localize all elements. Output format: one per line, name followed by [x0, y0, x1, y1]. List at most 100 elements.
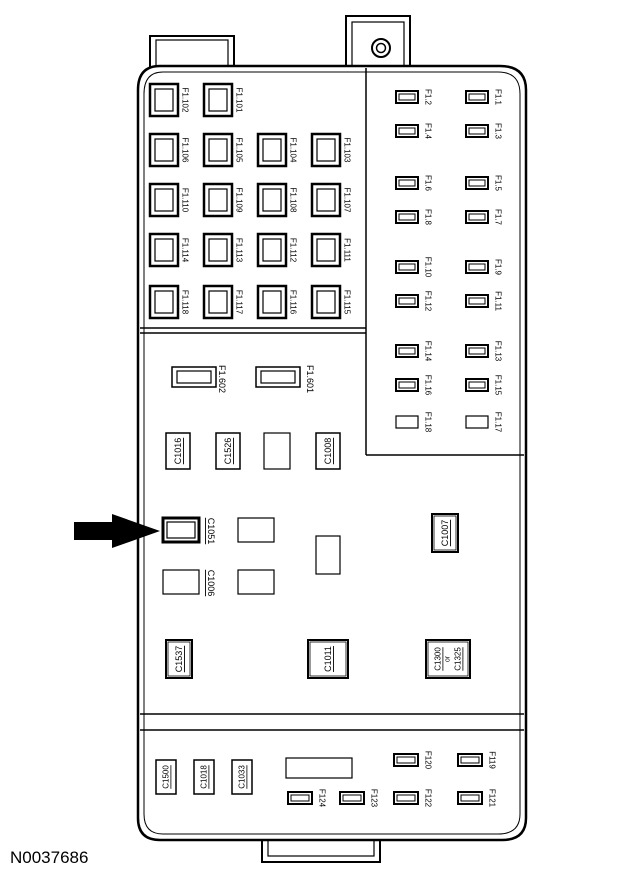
fuse-label: F1.4	[424, 123, 433, 140]
bottom-fuse-f123[interactable]: F123	[339, 789, 379, 808]
blank-connector-slot	[285, 757, 353, 779]
connector-c1006[interactable]: C1006	[162, 569, 216, 597]
connector-label: C1006	[206, 570, 216, 597]
relay-fuse-f1-109[interactable]: F1.109	[202, 182, 244, 218]
connector-label: C1526	[223, 438, 233, 465]
bottom-fuse-f122[interactable]: F122	[393, 789, 433, 808]
fuse-label: F1.101	[235, 88, 244, 113]
connector-label: C1007	[440, 520, 450, 547]
section-dividers	[140, 68, 524, 731]
fuse-label: F1.104	[289, 138, 298, 163]
fuse-label: F1.18	[424, 412, 433, 433]
mini-fuse-f1-13[interactable]: F1.13	[465, 341, 503, 362]
relay-fuse-f1-114[interactable]: F1.114	[148, 232, 190, 268]
mini-fuse-f1-8[interactable]: F1.8	[395, 209, 433, 226]
fuse-label: F1.14	[424, 341, 433, 362]
blank-connector-slot	[237, 517, 275, 543]
connector-c1007[interactable]: C1007	[431, 513, 459, 553]
mini-fuse-f1-1[interactable]: F1.1	[465, 89, 503, 106]
connector-label: C1051	[206, 518, 216, 545]
mini-fuse-f1-9[interactable]: F1.9	[465, 259, 503, 276]
fuse-label: F1.118	[181, 290, 190, 315]
fuse-label: F1.11	[494, 291, 503, 311]
fuse-label: F1.114	[181, 238, 190, 263]
mini-fuse-f1-12[interactable]: F1.12	[395, 291, 433, 312]
mini-fuse-f1-10[interactable]: F1.10	[395, 257, 433, 278]
relay-fuse-f1-115[interactable]: F1.115	[310, 284, 352, 320]
mini-fuse-f1-17[interactable]: F1.17	[465, 412, 503, 433]
relay-fuse-f1-117[interactable]: F1.117	[202, 284, 244, 320]
connector-c1051[interactable]: C1051	[161, 516, 216, 545]
relay-fuse-f1-116[interactable]: F1.116	[256, 284, 298, 320]
fuse-label: F1.1	[494, 89, 503, 106]
maxi-fuse-f1-602[interactable]: F1.602	[171, 365, 227, 393]
fuse-label: F1.112	[289, 238, 298, 263]
mini-fuse-f1-6[interactable]: F1.6	[395, 175, 433, 192]
relay-fuse-f1-101[interactable]: F1.101	[202, 82, 244, 118]
bottom-fuse-f124[interactable]: F124	[287, 789, 327, 808]
fuse-label: F1.117	[235, 290, 244, 315]
fuse-label: F119	[488, 751, 497, 769]
relay-fuse-f1-108[interactable]: F1.108	[256, 182, 298, 218]
connector-c1300-or-c1325[interactable]: C1300 or C1325	[425, 639, 471, 679]
connector-label: C1011	[323, 646, 333, 672]
mini-fuse-f1-11[interactable]: F1.11	[465, 291, 503, 311]
connector-label: C1008	[323, 438, 333, 465]
connector-label: C1325	[454, 647, 463, 671]
fuse-label: F122	[424, 789, 433, 808]
relay-fuse-f1-112[interactable]: F1.112	[256, 232, 298, 268]
relay-fuse-f1-110[interactable]: F1.110	[148, 182, 190, 218]
fuse-label: F1.9	[494, 259, 503, 276]
connector-c1016[interactable]: C1016	[165, 432, 191, 470]
fuse-label: F124	[318, 789, 327, 808]
mini-fuse-f1-15[interactable]: F1.15	[465, 375, 503, 396]
relay-fuse-f1-103[interactable]: F1.103	[310, 132, 352, 168]
connector-c1537[interactable]: C1537	[165, 639, 193, 679]
fuse-label: F1.5	[494, 175, 503, 192]
fuse-label: F1.7	[494, 209, 503, 226]
connector-c1018[interactable]: C1018	[193, 759, 215, 795]
connector-c1500[interactable]: C1500	[155, 759, 177, 795]
blank-connector-slot	[315, 535, 341, 575]
fuse-label: F1.15	[494, 375, 503, 396]
relay-fuse-f1-106[interactable]: F1.106	[148, 132, 190, 168]
bottom-fuse-f119[interactable]: F119	[457, 751, 497, 769]
pointer-arrow-icon	[74, 514, 160, 548]
relay-fuse-f1-102[interactable]: F1.102	[148, 82, 190, 118]
mini-fuse-f1-7[interactable]: F1.7	[465, 209, 503, 226]
connector-c1033[interactable]: C1033	[231, 759, 253, 795]
connector-c1526[interactable]: C1526	[215, 432, 241, 470]
connector-label: C1016	[173, 438, 183, 465]
relay-fuse-f1-113[interactable]: F1.113	[202, 232, 244, 268]
fuse-label: F1.13	[494, 341, 503, 362]
mini-fuse-f1-16[interactable]: F1.16	[395, 375, 433, 396]
mini-fuse-f1-4[interactable]: F1.4	[395, 123, 433, 140]
connector-label: C1300	[434, 647, 443, 671]
relay-fuse-f1-105[interactable]: F1.105	[202, 132, 244, 168]
fuse-label: F1.103	[343, 138, 352, 163]
fuse-label: F1.10	[424, 257, 433, 278]
relay-fuse-f1-104[interactable]: F1.104	[256, 132, 298, 168]
mini-fuse-f1-5[interactable]: F1.5	[465, 175, 503, 192]
mini-fuse-f1-14[interactable]: F1.14	[395, 341, 433, 362]
fuse-label: F1.115	[343, 290, 352, 315]
maxi-fuse-f1-601[interactable]: F1.601	[255, 365, 315, 393]
mini-fuse-f1-3[interactable]: F1.3	[465, 123, 503, 140]
fuse-label: F123	[370, 789, 379, 808]
connector-c1011[interactable]: C1011	[307, 639, 349, 679]
connector-c1008[interactable]: C1008	[315, 432, 341, 470]
mini-fuse-f1-2[interactable]: F1.2	[395, 89, 433, 106]
fuse-label: F1.109	[235, 188, 244, 213]
fuse-label: F1.110	[181, 188, 190, 213]
mini-fuse-f1-18[interactable]: F1.18	[395, 412, 433, 433]
relay-fuse-f1-107[interactable]: F1.107	[310, 182, 352, 218]
relay-fuse-f1-111[interactable]: F1.111	[310, 232, 352, 268]
bottom-fuse-f121[interactable]: F121	[457, 789, 497, 808]
fuse-label: F1.102	[181, 88, 190, 113]
fuse-label: F1.116	[289, 290, 298, 315]
relay-fuse-f1-118[interactable]: F1.118	[148, 284, 190, 320]
bottom-fuse-f120[interactable]: F120	[393, 751, 433, 770]
